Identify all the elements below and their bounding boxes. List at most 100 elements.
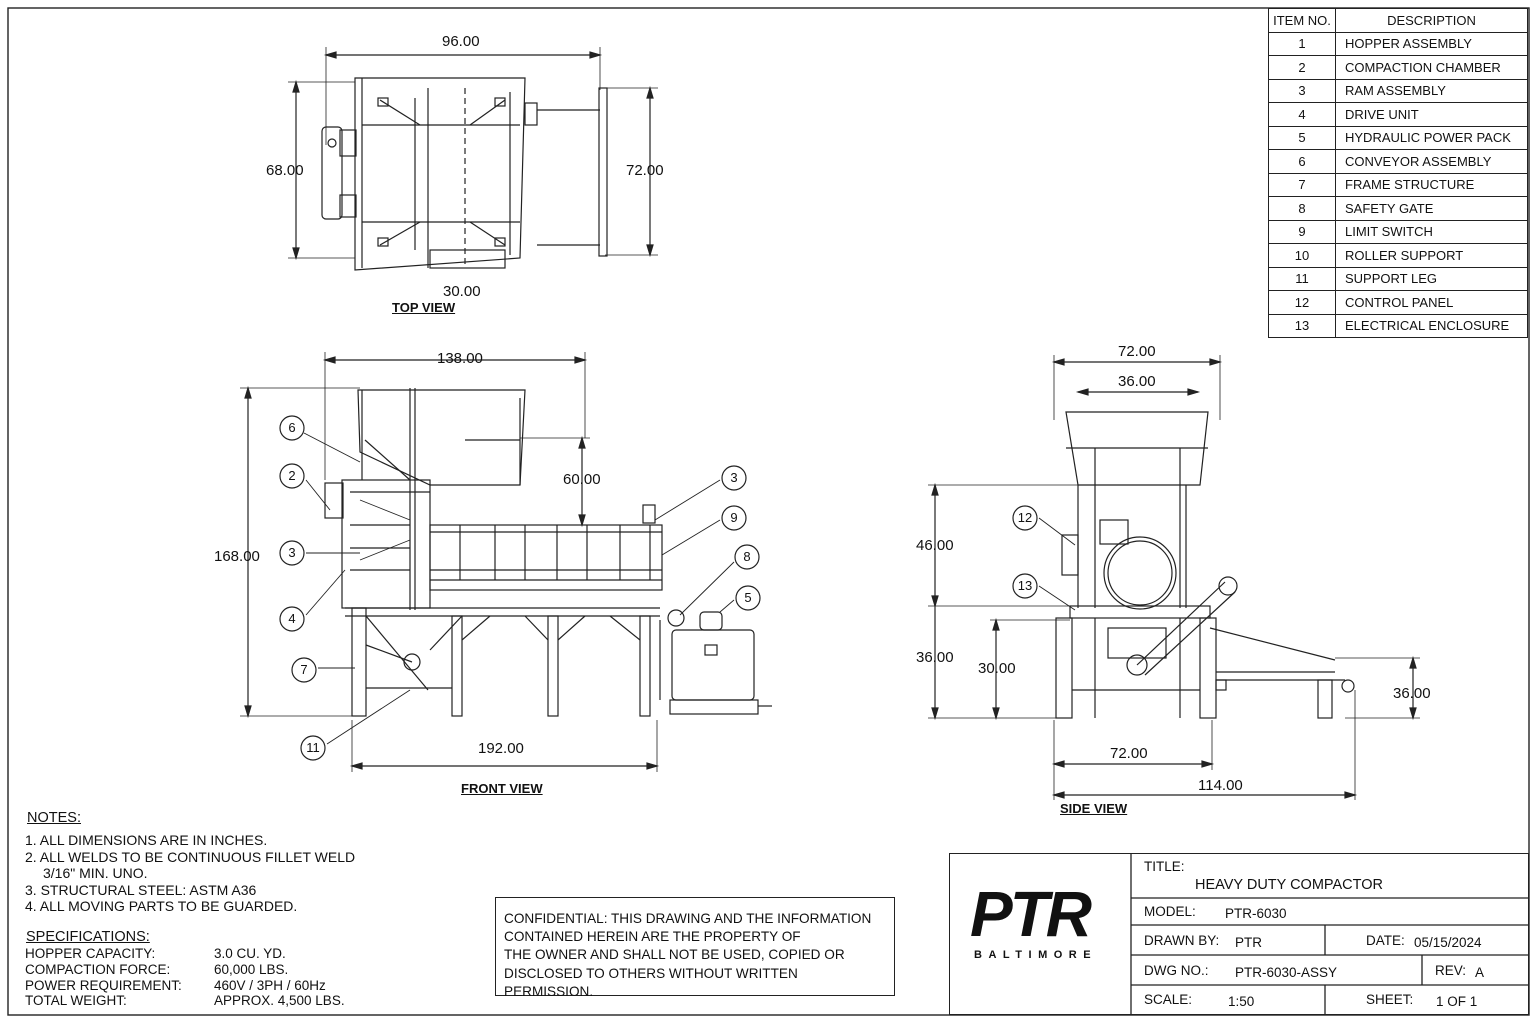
parts-header-description: DESCRIPTION — [1335, 8, 1528, 33]
balloon-5: 5 — [744, 590, 752, 605]
spec-label: HOPPER CAPACITY: — [25, 946, 156, 961]
parts-description: ELECTRICAL ENCLOSURE — [1335, 313, 1528, 338]
top-dim-96: 96.00 — [442, 33, 480, 50]
side-dim-36-right: 36.00 — [1393, 685, 1431, 702]
parts-description: SUPPORT LEG — [1335, 266, 1528, 291]
note-line: 3/16" MIN. UNO. — [43, 865, 148, 881]
balloon-2: 2 — [288, 468, 296, 483]
front-dim-60: 60.00 — [563, 471, 601, 488]
parts-description: HYDRAULIC POWER PACK — [1335, 125, 1528, 150]
parts-item-no: 13 — [1268, 313, 1336, 338]
side-view-leaders — [1038, 517, 1076, 611]
title-label: TITLE: — [1144, 859, 1185, 874]
top-dim-68: 68.00 — [266, 162, 304, 179]
balloon-3-left: 3 — [288, 545, 296, 560]
note-line: 4. ALL MOVING PARTS TO BE GUARDED. — [25, 898, 298, 914]
confidential-line: CONTAINED HEREIN ARE THE PROPERTY OF — [504, 929, 801, 945]
balloon-8: 8 — [743, 549, 751, 564]
parts-description: RAM ASSEMBLY — [1335, 78, 1528, 103]
drawing-title: HEAVY DUTY COMPACTOR — [1195, 877, 1383, 893]
parts-header-item-no: ITEM NO. — [1268, 8, 1336, 33]
top-view-caption: TOP VIEW — [392, 300, 456, 315]
front-view-caption: FRONT VIEW — [461, 781, 543, 796]
spec-label: TOTAL WEIGHT: — [25, 993, 127, 1009]
side-dim-36-left: 36.00 — [916, 649, 954, 666]
notes-heading: NOTES: — [27, 810, 81, 826]
side-dim-30: 30.00 — [978, 660, 1016, 677]
balloon-11: 11 — [306, 740, 320, 755]
balloon-12: 12 — [1017, 510, 1033, 525]
parts-description: LIMIT SWITCH — [1335, 219, 1528, 244]
parts-item-no: 2 — [1268, 55, 1336, 80]
spec-value: 460V / 3PH / 60Hz — [214, 977, 326, 993]
dwg-no-label: DWG NO.: — [1144, 963, 1209, 978]
parts-list-header: ITEM NO. DESCRIPTION — [1268, 8, 1528, 33]
company-logo: PTR — [970, 878, 1092, 950]
scale-label: SCALE: — [1144, 992, 1193, 1007]
title-block: PTR BALTIMORE TITLE: HEAVY DUTY COMPACTO… — [949, 853, 1529, 1015]
side-view-drawing — [928, 355, 1420, 800]
front-dim-192: 192.00 — [478, 740, 524, 757]
sheet-value: 1 OF 1 — [1436, 994, 1478, 1009]
front-dim-138: 138.00 — [437, 350, 483, 367]
balloon-6: 6 — [288, 420, 296, 435]
parts-item-no: 5 — [1268, 125, 1336, 150]
front-balloon-circles — [279, 415, 1038, 761]
side-dim-72-top: 72.00 — [1118, 343, 1156, 360]
parts-item-no: 11 — [1268, 266, 1336, 291]
note-line: 2. ALL WELDS TO BE CONTINUOUS FILLET WEL… — [25, 848, 356, 865]
confidential-line: CONFIDENTIAL: THIS DRAWING AND THE INFOR… — [504, 911, 872, 926]
confidential-line: THE OWNER AND SHALL NOT BE USED, COPIED … — [504, 947, 845, 963]
specifications-heading: SPECIFICATIONS: — [26, 929, 150, 945]
balloon-4: 4 — [288, 611, 296, 626]
side-view-caption: SIDE VIEW — [1060, 801, 1128, 816]
parts-description: COMPACTION CHAMBER — [1335, 55, 1528, 80]
parts-description: HOPPER ASSEMBLY — [1335, 31, 1528, 56]
balloon-7: 7 — [300, 662, 308, 677]
parts-description: CONVEYOR ASSEMBLY — [1335, 149, 1528, 174]
drawn-by-label: DRAWN BY: — [1144, 933, 1220, 948]
side-dim-72-bottom: 72.00 — [1110, 745, 1148, 762]
spec-label: POWER REQUIREMENT: — [25, 977, 182, 993]
drawn-by-value: PTR — [1235, 935, 1262, 950]
balloon-13: 13 — [1017, 578, 1033, 593]
parts-description: CONTROL PANEL — [1335, 290, 1528, 315]
parts-item-no: 9 — [1268, 219, 1336, 244]
notes-list: 1. ALL DIMENSIONS ARE IN INCHES. 2. ALL … — [25, 832, 355, 915]
note-line: 1. ALL DIMENSIONS ARE IN INCHES. — [25, 832, 268, 848]
model-value: PTR-6030 — [1225, 906, 1287, 921]
balloon-3-right: 3 — [730, 470, 738, 485]
rev-value: A — [1475, 965, 1485, 980]
front-view-leaders — [303, 432, 735, 745]
parts-item-no: 7 — [1268, 172, 1336, 197]
confidential-notice: CONFIDENTIAL: THIS DRAWING AND THE INFOR… — [495, 897, 895, 999]
specifications-list: HOPPER CAPACITY: 3.0 CU. YD. COMPACTION … — [25, 946, 425, 1010]
spec-value: APPROX. 4,500 LBS. — [214, 993, 345, 1009]
parts-item-no: 4 — [1268, 102, 1336, 127]
parts-item-no: 8 — [1268, 196, 1336, 221]
date-label: DATE: — [1366, 933, 1405, 948]
parts-description: DRIVE UNIT — [1335, 102, 1528, 127]
sheet-label: SHEET: — [1366, 992, 1414, 1007]
front-view-drawing — [240, 352, 772, 772]
note-line: 3. STRUCTURAL STEEL: ASTM A36 — [25, 881, 257, 898]
side-dim-36-top: 36.00 — [1118, 373, 1156, 390]
parts-item-no: 10 — [1268, 243, 1336, 268]
balloon-9: 9 — [730, 510, 738, 525]
rev-label: REV: — [1435, 963, 1467, 978]
confidential-line: DISCLOSED TO OTHERS WITHOUT WRITTEN PERM… — [504, 965, 798, 999]
